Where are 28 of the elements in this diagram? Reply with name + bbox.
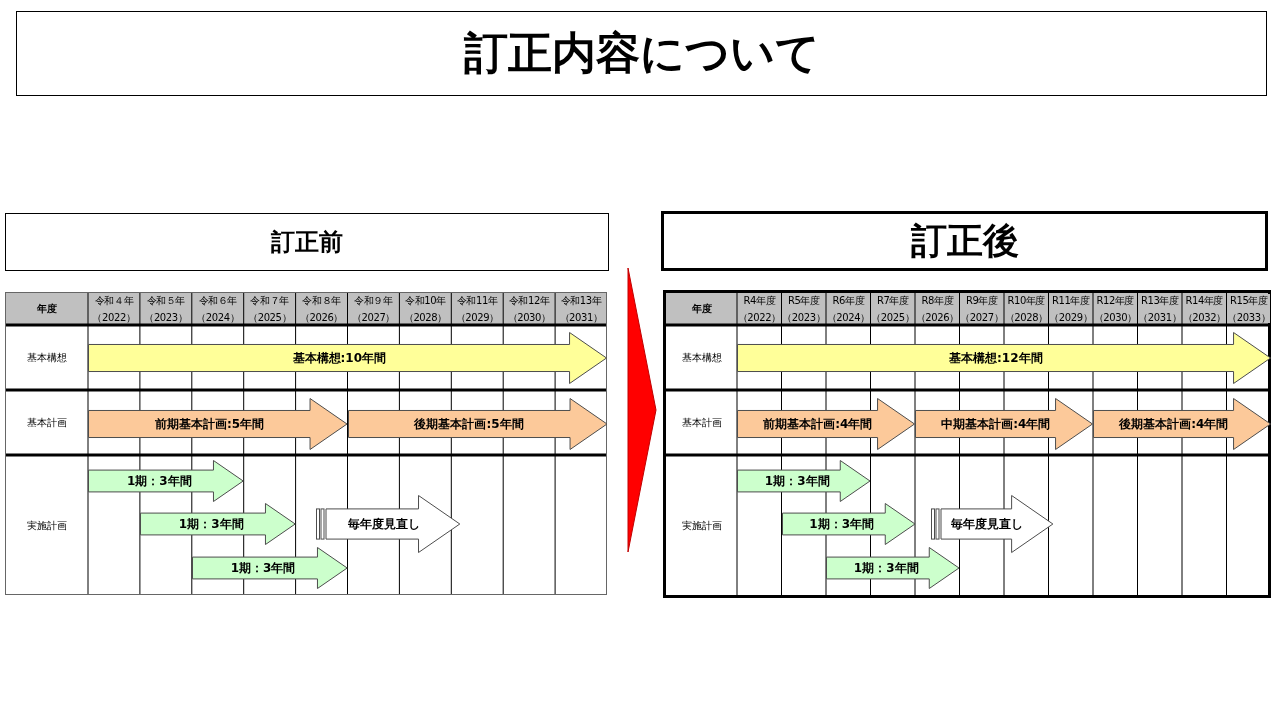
- timeline-bar: 1期：3年間: [781, 503, 915, 545]
- row-label: 基本計画: [680, 416, 723, 430]
- timeline-bar: 後期基本計画:5年間: [347, 398, 607, 450]
- row-label: 基本構想: [680, 351, 723, 365]
- row-label: 基本計画: [26, 416, 68, 430]
- row-label: 実施計画: [26, 518, 68, 533]
- timeline-bar: 前期基本計画:5年間: [88, 398, 348, 450]
- timeline-bar: 1期：3年間: [737, 460, 871, 502]
- timeline-bar: 基本構想:10年間: [88, 332, 607, 384]
- timeline-bar: 1期：3年間: [191, 547, 348, 589]
- timeline-bar: 前期基本計画:4年間: [737, 398, 915, 450]
- timeline-bar: 1期：3年間: [88, 460, 244, 502]
- timeline-bar: 後期基本計画:4年間: [1093, 398, 1271, 450]
- timeline-bar: 1期：3年間: [826, 547, 960, 589]
- timeline-bar: 中期基本計画:4年間: [915, 398, 1093, 450]
- schedule-table: [5, 292, 607, 595]
- schedule-table: [663, 290, 1271, 598]
- header-cell: R10年度（2028）: [1005, 294, 1048, 323]
- header-cell: R12年度（2030）: [1094, 294, 1137, 323]
- header-cell: R14年度（2032）: [1183, 294, 1226, 323]
- row-label: 基本構想: [26, 351, 68, 365]
- timeline-bar: 基本構想:12年間: [737, 332, 1271, 384]
- chevron-arrow: [627, 267, 657, 553]
- timeline-bar: 1期：3年間: [139, 503, 296, 545]
- row-label: 実施計画: [680, 519, 723, 533]
- heading-box: 訂正前: [5, 213, 609, 271]
- heading-box: 訂正後: [661, 211, 1268, 271]
- title-box: 訂正内容について: [16, 11, 1267, 96]
